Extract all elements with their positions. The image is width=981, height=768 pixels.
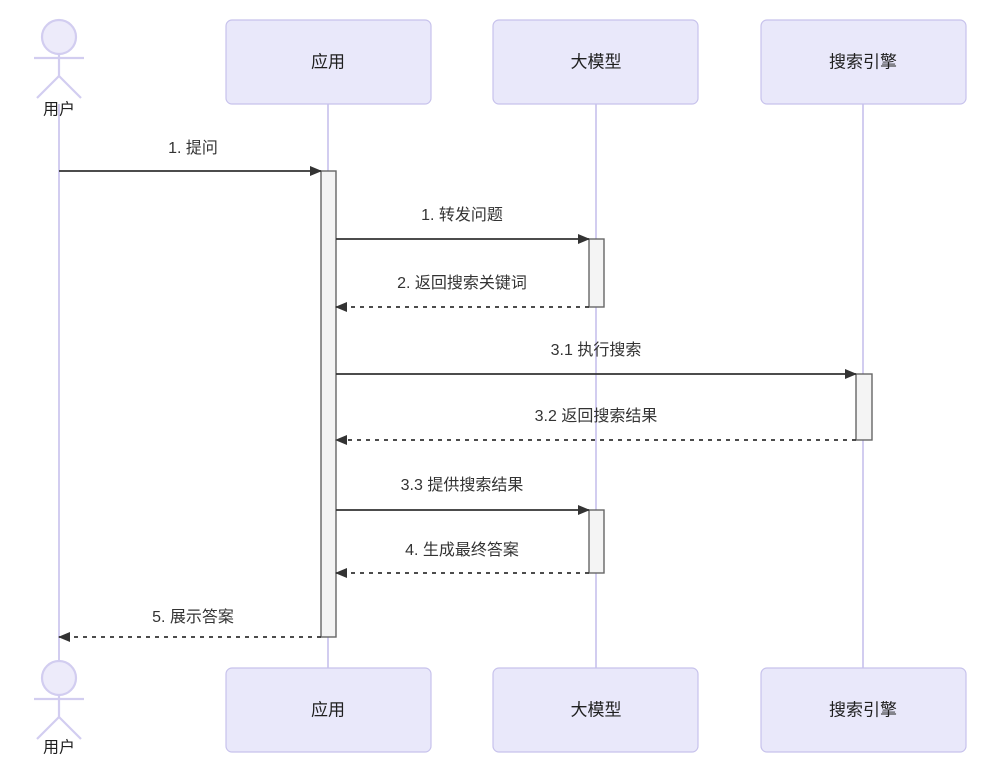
message-label-7: 4. 生成最终答案 bbox=[405, 541, 519, 559]
participant-box-llm-top[interactable]: 大模型 bbox=[492, 19, 699, 105]
message-label-6: 3.3 提供搜索结果 bbox=[401, 476, 524, 494]
activation-bar-search bbox=[855, 373, 873, 441]
actor-legs-icon bbox=[36, 74, 82, 99]
participant-label-user: 用户 bbox=[43, 100, 75, 118]
message-label-5: 3.2 返回搜索结果 bbox=[535, 407, 658, 425]
participant-rect bbox=[225, 19, 432, 105]
participant-rect bbox=[225, 667, 432, 753]
participant-actor-user-bottom[interactable]: 用户 bbox=[34, 659, 84, 756]
participant-actor-user-top[interactable]: 用户 bbox=[34, 18, 84, 118]
message-label-8: 5. 展示答案 bbox=[152, 608, 234, 626]
messages-layer: 1. 提问 1. 转发问题 2. 返回搜索关键词 3.1 执行搜索 3.2 返回搜索结果… bbox=[58, 139, 857, 642]
participant-label-search: 搜索引擎 bbox=[829, 52, 897, 71]
message-2[interactable]: 1. 转发问题 bbox=[336, 206, 590, 244]
actor-head-icon bbox=[40, 18, 78, 56]
activation-bar-llm bbox=[588, 509, 605, 574]
participant-label-search: 搜索引擎 bbox=[829, 700, 897, 719]
activation-bar-llm bbox=[588, 238, 605, 308]
participant-label-app: 应用 bbox=[311, 700, 345, 719]
participant-rect bbox=[760, 667, 967, 753]
message-6[interactable]: 3.3 提供搜索结果 bbox=[336, 476, 590, 515]
message-label-1: 1. 提问 bbox=[168, 139, 218, 157]
participant-box-app-bottom[interactable]: 应用 bbox=[225, 667, 432, 753]
participant-rect bbox=[492, 667, 699, 753]
message-7[interactable]: 4. 生成最终答案 bbox=[335, 541, 589, 578]
participant-box-app-top[interactable]: 应用 bbox=[225, 19, 432, 105]
message-1[interactable]: 1. 提问 bbox=[59, 139, 322, 176]
message-3[interactable]: 2. 返回搜索关键词 bbox=[335, 274, 589, 312]
lifelines-layer bbox=[58, 104, 864, 668]
message-label-4: 3.1 执行搜索 bbox=[551, 341, 642, 359]
actor-legs-icon bbox=[36, 715, 82, 740]
participant-box-llm-bottom[interactable]: 大模型 bbox=[492, 667, 699, 753]
message-4[interactable]: 3.1 执行搜索 bbox=[336, 341, 857, 379]
message-label-3: 2. 返回搜索关键词 bbox=[397, 274, 527, 292]
message-8[interactable]: 5. 展示答案 bbox=[58, 608, 321, 642]
message-5[interactable]: 3.2 返回搜索结果 bbox=[335, 407, 856, 445]
participant-rect bbox=[760, 19, 967, 105]
activation-bar-app bbox=[320, 170, 337, 638]
participant-rect bbox=[492, 19, 699, 105]
participant-label-user: 用户 bbox=[43, 738, 75, 756]
participant-label-llm: 大模型 bbox=[571, 52, 622, 71]
participant-box-search-bottom[interactable]: 搜索引擎 bbox=[760, 667, 967, 753]
activations-layer bbox=[320, 170, 873, 638]
participant-label-llm: 大模型 bbox=[571, 700, 622, 719]
message-label-2: 1. 转发问题 bbox=[421, 206, 503, 224]
participant-box-search-top[interactable]: 搜索引擎 bbox=[760, 19, 967, 105]
actor-head-icon bbox=[40, 659, 78, 697]
participant-label-app: 应用 bbox=[311, 52, 345, 71]
